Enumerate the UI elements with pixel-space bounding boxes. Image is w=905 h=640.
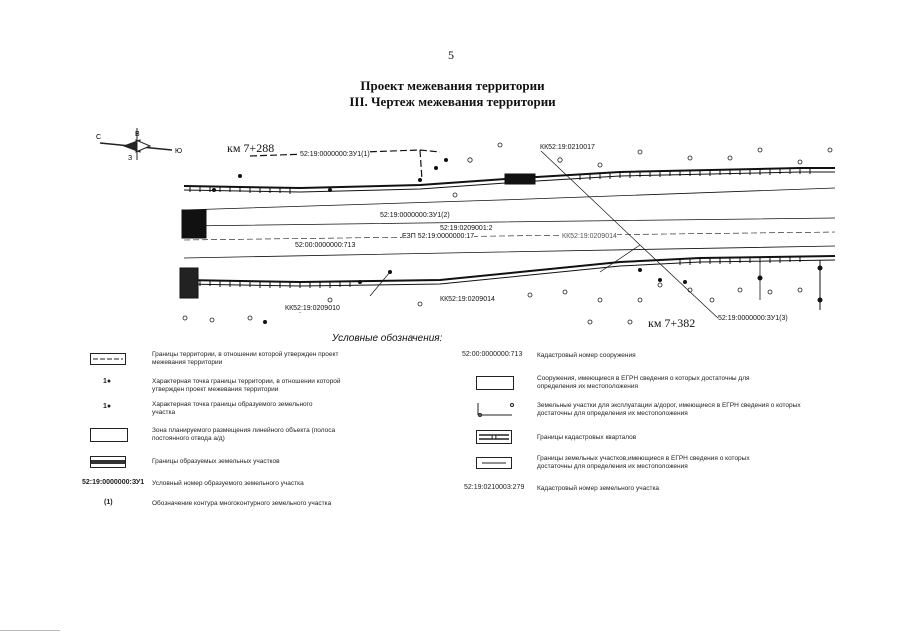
legend-symbol-egrn-structure bbox=[476, 376, 514, 390]
legend-symbol-territory-point: 1● bbox=[103, 378, 112, 385]
road-corridor bbox=[179, 149, 836, 321]
compass-w-label: З bbox=[128, 155, 132, 162]
legend-symbol-plot-boundary bbox=[90, 455, 126, 468]
margin-line bbox=[0, 630, 60, 631]
legend-text-egrn-structure: Сооружения, имеющиеся в ЕГРН сведения о … bbox=[537, 375, 750, 390]
legend-text-quarter-boundary: Границы кадастровых кварталов bbox=[537, 434, 637, 441]
legend-symbol-plot-number: 52:19:0000000:ЗУ1 bbox=[82, 479, 145, 486]
legend-symbol-plot-cadastral: 52:19:0210003:279 bbox=[464, 484, 525, 491]
legend-symbol-contour: (1) bbox=[104, 499, 113, 506]
km-marker-right: км 7+382 bbox=[648, 316, 696, 330]
legend-text-road-plot: Земельные участки для эксплуатации а/дор… bbox=[537, 402, 801, 417]
compass-n-label: С bbox=[96, 134, 101, 141]
compass-s-label: Ю bbox=[175, 148, 182, 155]
survey-points bbox=[182, 142, 833, 325]
plot-label-zu1-3: 52:19:0000000:ЗУ1(3) bbox=[718, 315, 788, 322]
plot-label-zu1-1: 52:19:0000000:ЗУ1(1) bbox=[300, 151, 370, 158]
legend-text-contour: Обозначение контура многоконтурного земе… bbox=[152, 500, 332, 507]
quarter-label-mid: КК52:19:0209014 bbox=[562, 233, 617, 240]
legend-text-plot-number: Условный номер образуемого земельного уч… bbox=[152, 480, 304, 487]
legend-text-egrn-plot: Границы земельных участков,имеющиеся в Е… bbox=[537, 455, 750, 470]
quarter-label-top: КК52:19:0210017 bbox=[540, 144, 595, 151]
legend-symbol-planned-zone bbox=[90, 428, 128, 442]
compass-rose-icon bbox=[99, 128, 173, 160]
legend-text-territory-boundary: Границы территории, в отношении которой … bbox=[152, 351, 339, 366]
legend-symbol-plot-point: 1● bbox=[103, 403, 112, 410]
km-marker-left: км 7+288 bbox=[227, 141, 275, 155]
legend-symbol-road-plot bbox=[476, 401, 516, 417]
legend-text-territory-point: Характерная точка границы территории, в … bbox=[152, 378, 341, 393]
cadastral-label-202: 52:19:0209001:2 bbox=[440, 225, 493, 232]
document-title: Проект межевания территории bbox=[360, 78, 545, 93]
legend-text-planned-zone: Зона планируемого размещения линейного о… bbox=[152, 427, 336, 442]
page-number: 5 bbox=[448, 48, 454, 62]
compass-e-label: В bbox=[135, 131, 140, 138]
legend-text-plot-cadastral: Кадастровый номер земельного участка bbox=[537, 485, 660, 492]
legend-text-plot-point: Характерная точка границы образуемого зе… bbox=[152, 401, 313, 416]
legend-symbol-structure-number: 52:00:0000000:713 bbox=[462, 351, 523, 358]
quarter-label-bottom-left: КК52:19:0209010 bbox=[285, 305, 340, 312]
plot-label-zu1-2: 52:19:0000000:ЗУ1(2) bbox=[380, 212, 450, 219]
legend-symbol-egrn-plot bbox=[476, 456, 512, 469]
legend-text-plot-boundary: Границы образуемых земельных участков bbox=[152, 458, 280, 465]
quarter-label-bottom-mid: КК52:19:0209014 bbox=[440, 296, 495, 303]
road-number-label: 52:00:0000000:713 bbox=[295, 242, 356, 249]
legend-symbol-territory-boundary bbox=[90, 352, 126, 365]
legend-title: Условные обозначения: bbox=[332, 333, 443, 344]
legend-symbol-quarter-boundary bbox=[476, 430, 512, 444]
boundary-points bbox=[212, 158, 823, 324]
document-subtitle: III. Чертеж межевания территории bbox=[349, 94, 556, 109]
legend-text-structure-number: Кадастровый номер сооружения bbox=[537, 352, 636, 359]
ezp-label: ЕЗП 52:19:0000000:17 bbox=[402, 233, 475, 240]
